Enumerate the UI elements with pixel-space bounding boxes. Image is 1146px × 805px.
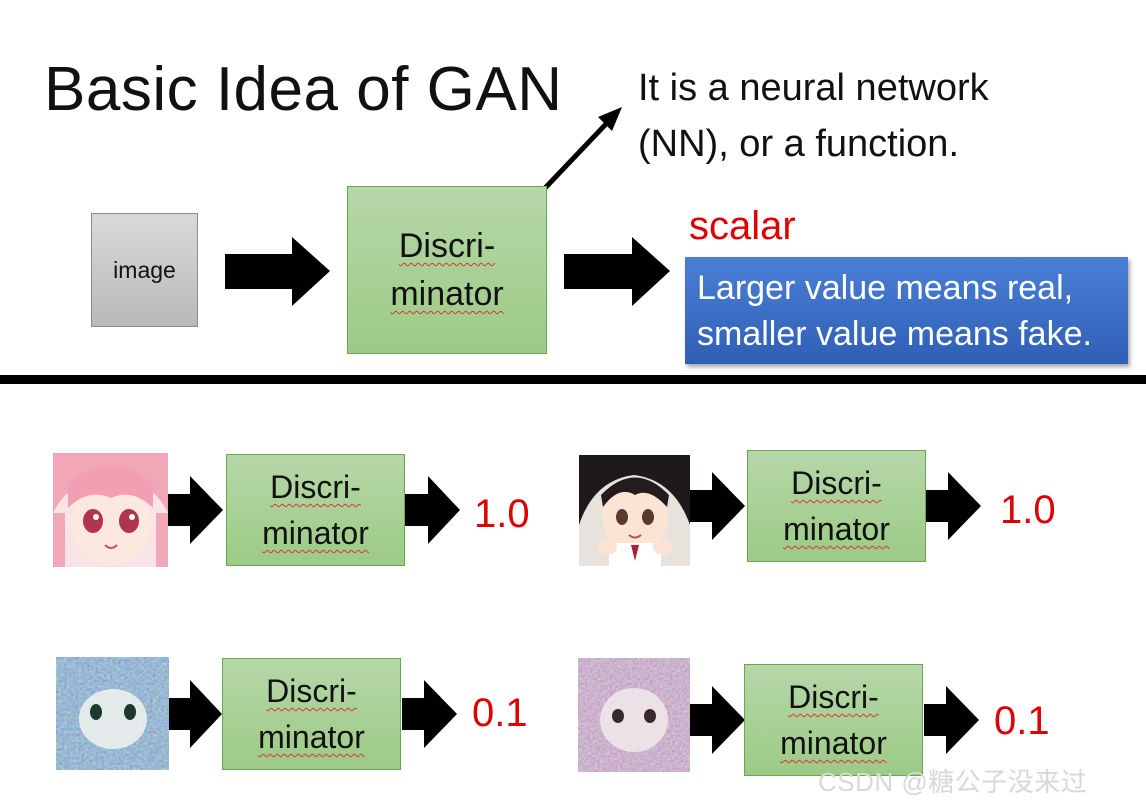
example-image-fake-2 (578, 658, 690, 772)
section-divider (0, 375, 1146, 384)
scalar-label: scalar (689, 204, 796, 248)
disc-line1: Discri- (791, 465, 882, 501)
disc-line1: Discri- (270, 469, 361, 505)
example-image-fake-1 (56, 657, 169, 770)
block-arrow-icon (690, 472, 745, 540)
disc-line2: minator (258, 719, 365, 755)
block-arrow-icon (924, 686, 979, 754)
input-image-box: image (91, 213, 198, 327)
disc-line2: minator (783, 511, 890, 547)
explanation-line2: smaller value means fake. (697, 315, 1092, 353)
block-arrow-icon (564, 237, 670, 306)
disc-line1: Discri- (398, 227, 496, 265)
nn-note-line2: (NN), or a function. (638, 123, 959, 165)
disc-line1: Discri- (788, 679, 879, 715)
discriminator-box: Discri- minator (222, 658, 401, 770)
disc-line2: minator (780, 725, 887, 761)
nn-note: It is a neural network (NN), or a functi… (638, 60, 1098, 172)
explanation-line1: Larger value means real, (697, 269, 1074, 307)
input-image-label: image (113, 256, 176, 283)
block-arrow-icon (168, 476, 223, 544)
watermark: CSDN @糖公子没来过 (818, 767, 1088, 797)
discriminator-box: Discri- minator (347, 186, 547, 354)
block-arrow-icon (168, 680, 222, 748)
block-arrow-icon (690, 686, 745, 754)
discriminator-box: Discri- minator (744, 664, 923, 776)
disc-line2: minator (262, 515, 369, 551)
score-value: 0.1 (994, 699, 1050, 743)
discriminator-box: Discri- minator (226, 454, 405, 566)
block-arrow-icon (225, 237, 330, 306)
score-value: 1.0 (1000, 488, 1056, 532)
block-arrow-icon (405, 476, 460, 544)
example-image-real-2 (579, 455, 690, 566)
disc-line1: Discri- (266, 673, 357, 709)
disc-line2: minator (390, 275, 504, 313)
explanation-box: Larger value means real, smaller value m… (685, 257, 1128, 364)
block-arrow-icon (402, 680, 457, 748)
score-value: 0.1 (472, 691, 528, 735)
nn-note-line1: It is a neural network (638, 67, 989, 109)
example-image-real-1 (53, 453, 168, 567)
block-arrow-icon (926, 472, 981, 540)
discriminator-box: Discri- minator (747, 450, 926, 562)
page-title: Basic Idea of GAN (44, 55, 563, 124)
score-value: 1.0 (474, 492, 530, 536)
